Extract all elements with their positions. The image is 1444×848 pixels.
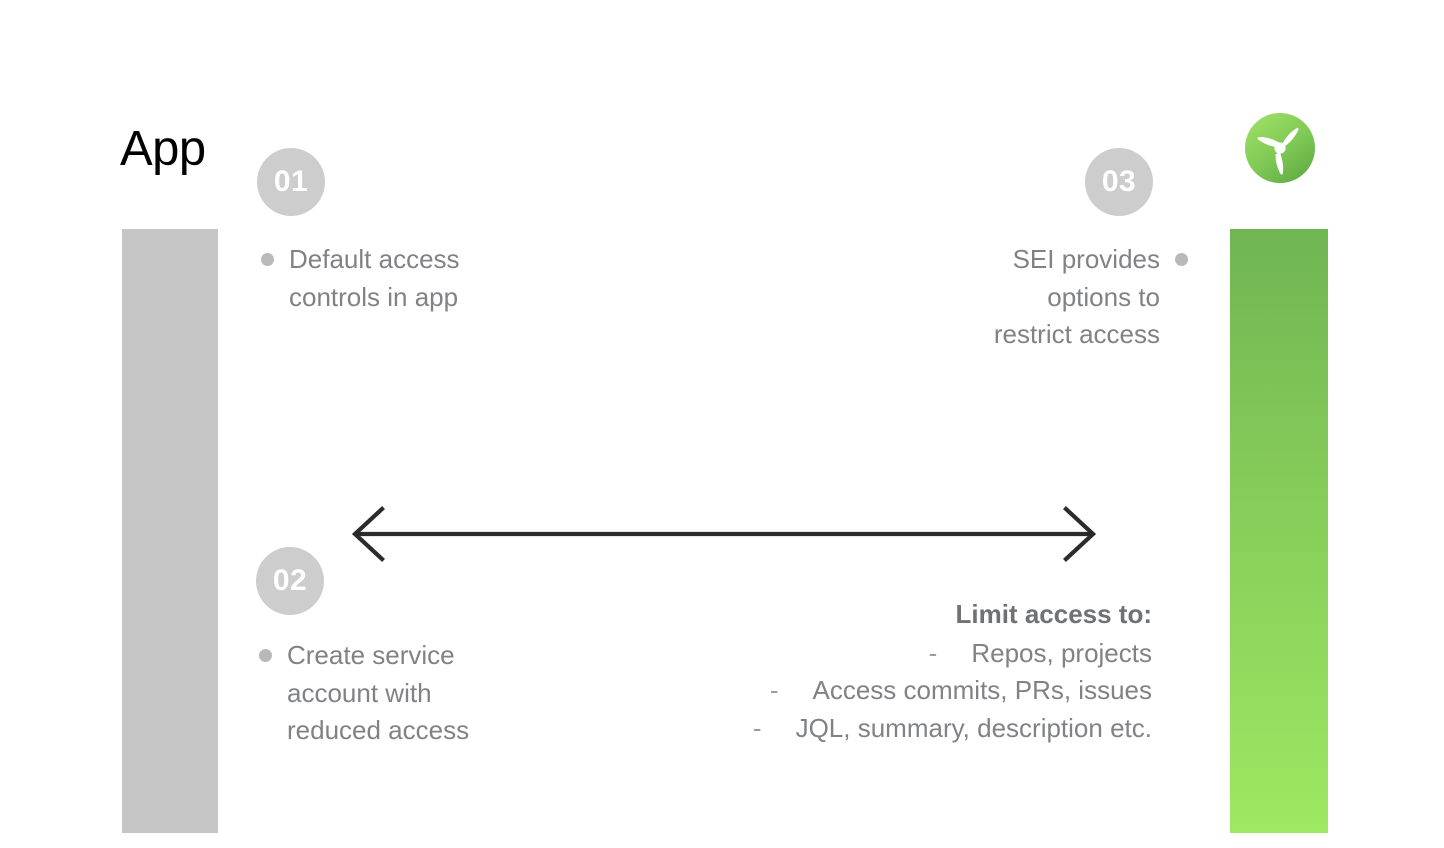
step-line: reduced access — [287, 715, 470, 745]
bullet-dot-icon — [259, 649, 272, 662]
step-text-01: Default access controls in app — [261, 241, 521, 316]
step-line: restrict access — [993, 319, 1160, 349]
propeller-logo-icon — [1244, 112, 1316, 184]
list-dash: - — [752, 712, 762, 743]
limit-access-list: - Repos, projects - Access commits, PRs,… — [600, 635, 1152, 748]
list-dash: - — [769, 675, 779, 705]
bullet-dot-icon — [261, 253, 274, 266]
double-headed-arrow-icon — [348, 503, 1100, 565]
list-item: - Repos, projects — [600, 635, 1152, 673]
limit-access-block: Limit access to: - Repos, projects - Acc… — [600, 596, 1152, 747]
step-line: Default access — [289, 244, 460, 274]
step-badge-03: 03 — [1085, 148, 1153, 216]
left-gray-bar — [122, 229, 218, 833]
list-item-label: JQL, summary, description etc. — [795, 712, 1152, 743]
list-item-label: Repos, projects — [971, 637, 1152, 668]
page-title: App — [120, 122, 206, 176]
limit-access-title: Limit access to: — [955, 599, 1152, 629]
step-line: options to — [1047, 281, 1160, 312]
step-badge-02: 02 — [256, 547, 324, 615]
list-dash: - — [928, 637, 938, 668]
list-item: - Access commits, PRs, issues — [600, 672, 1152, 710]
step-line: controls in app — [289, 281, 459, 312]
list-item-label: Access commits, PRs, issues — [812, 675, 1152, 705]
bullet-dot-icon — [1175, 253, 1188, 266]
step-badge-01: 01 — [257, 148, 325, 216]
step-line: Create service — [287, 640, 455, 670]
right-green-bar — [1230, 229, 1328, 833]
step-line: SEI provides — [1012, 244, 1160, 274]
step-line: account with — [287, 677, 432, 708]
step-text-02: Create service account with reduced acce… — [259, 637, 519, 750]
list-item: - JQL, summary, description etc. — [600, 710, 1152, 748]
step-text-03: SEI provides options to restrict access — [900, 241, 1188, 354]
